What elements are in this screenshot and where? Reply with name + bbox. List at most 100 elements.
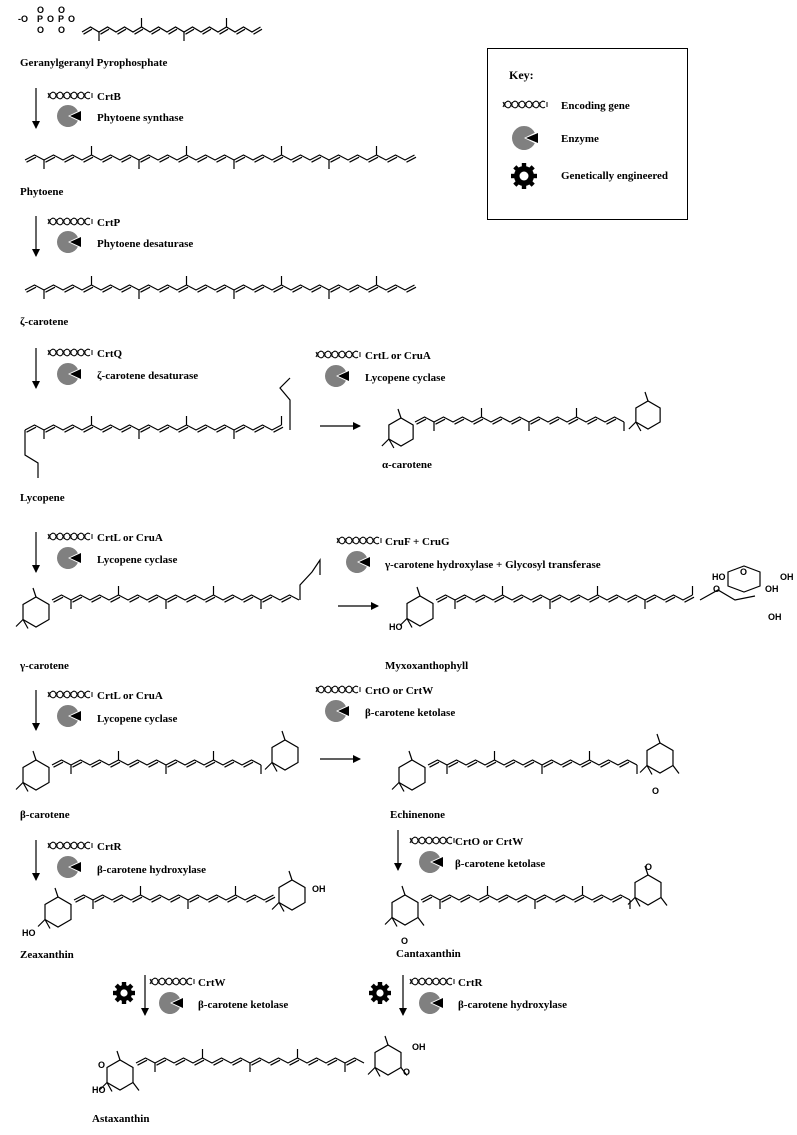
key-box <box>487 48 688 220</box>
atom-label: O <box>37 25 45 35</box>
structure-alpha-carotene-ring <box>381 408 414 449</box>
enzyme-icon <box>56 363 78 385</box>
structure-phytoene <box>24 146 417 169</box>
dna-icon <box>409 977 455 986</box>
enzyme-pointer <box>70 111 81 121</box>
dna-icon <box>315 350 361 359</box>
step-gene-label: CrtL or CruA <box>97 690 163 702</box>
step-gene-label: CrtL or CruA <box>365 350 431 362</box>
structure-echinenone-chain <box>427 751 638 774</box>
structure-zeaxanthin-ring <box>271 870 306 912</box>
enzyme-pointer <box>70 237 81 247</box>
step-gene-label: CrtR <box>97 841 122 853</box>
structure-echinenone-ring <box>639 733 680 775</box>
step-enzyme-label: β-carotene hydroxylase <box>458 999 567 1011</box>
structure-alpha-carotene-chain <box>414 408 625 431</box>
enzyme-pointer <box>526 133 538 143</box>
step-gene-label: CrtL or CruA <box>97 532 163 544</box>
atom-label: P <box>37 14 44 24</box>
enzyme-icon <box>57 705 78 728</box>
step-gene-label: CrtR <box>458 977 483 989</box>
atom-label: OH <box>780 572 794 582</box>
structure-gamma-carotene-chain <box>51 586 300 609</box>
structure-beta-carotene-chain <box>51 751 262 774</box>
atom-label: O <box>68 14 76 24</box>
enzyme-pointer <box>359 557 370 567</box>
enzyme-icon <box>418 851 440 873</box>
compound-gamma-carotene: γ-carotene <box>20 660 69 672</box>
step-enzyme-label: ζ-carotene desaturase <box>97 370 199 382</box>
compound-zeaxanthin: Zeaxanthin <box>20 949 74 961</box>
compound-zeta-carotene: ζ-carotene <box>20 316 69 328</box>
atom-label: O <box>713 584 721 594</box>
structure-lycopene-tail <box>279 377 291 430</box>
key-enzyme-label: Enzyme <box>561 133 599 145</box>
atom-label: OH <box>768 612 782 622</box>
atom-label: O <box>403 1067 411 1077</box>
dna-icon <box>47 690 93 699</box>
compound-astaxanthin: Astaxanthin <box>92 1113 150 1125</box>
structure-myxoxanthophyll-chain <box>435 586 695 609</box>
step-enzyme-label: β-carotene ketolase <box>455 858 546 870</box>
dna-icon <box>502 100 548 109</box>
structure-beta-carotene-ring <box>15 750 50 792</box>
step-enzyme-label: Lycopene cyclase <box>365 372 446 384</box>
structure-lycopene-tail <box>24 430 39 478</box>
structure-astaxanthin-chain <box>135 1049 365 1072</box>
atom-label: O <box>58 5 66 15</box>
atom-label: O <box>47 14 55 24</box>
enzyme-icon <box>512 126 535 151</box>
enzyme-pointer <box>338 371 349 381</box>
compound-alpha-carotene: α-carotene <box>382 459 432 471</box>
compound-echinenone: Echinenone <box>390 809 446 821</box>
structure-zeta-carotene <box>24 276 417 299</box>
atom-label: O <box>740 567 748 577</box>
compound-beta-carotene: β-carotene <box>20 809 70 821</box>
gear-icon <box>113 982 135 1004</box>
step-gene-label: CrtO or CrtW <box>365 685 434 697</box>
enzyme-pointer <box>70 553 81 563</box>
structure-alpha-carotene-ring <box>628 391 661 432</box>
dna-icon <box>47 348 93 357</box>
structure-echinenone-ring <box>391 750 426 792</box>
structure-cantaxanthin-chain <box>420 886 631 909</box>
structure-zeaxanthin-ring <box>37 887 72 929</box>
enzyme-icon <box>418 992 440 1015</box>
enzyme-pointer <box>70 862 81 872</box>
atom-label: P <box>58 14 65 24</box>
compound-myxoxanthophyll: Myxoxanthophyll <box>385 660 469 672</box>
structure-sugar-ring <box>727 565 761 593</box>
step-enzyme-label: Lycopene cyclase <box>97 713 178 725</box>
gear-icon <box>369 982 391 1004</box>
structure-astaxanthin-ring <box>367 1035 408 1077</box>
step-enzyme-label: β-carotene ketolase <box>198 999 289 1011</box>
atom-label: OH <box>312 884 326 894</box>
atom-label: O <box>58 25 66 35</box>
compound-cantaxanthin: Cantaxanthin <box>396 948 461 960</box>
step-gene-label: CrtB <box>97 91 121 103</box>
structure-gamma-carotene-tail <box>299 558 321 600</box>
atom-label: HO <box>22 928 36 938</box>
enzyme-icon <box>57 856 78 878</box>
enzyme-pointer <box>432 857 443 867</box>
structure-lycopene <box>24 416 284 439</box>
enzyme-icon <box>57 231 78 253</box>
enzyme-icon <box>56 547 78 569</box>
atom-label: HO <box>712 572 726 582</box>
enzyme-pointer <box>70 711 81 721</box>
atom-label: O <box>652 786 660 796</box>
structure-myxoxanthophyll-ring <box>399 586 434 628</box>
dna-icon <box>409 836 455 845</box>
structure-beta-carotene-ring <box>264 730 299 772</box>
dna-icon <box>47 532 93 541</box>
enzyme-icon <box>325 365 346 387</box>
dna-icon <box>47 91 93 100</box>
key-engineered-label: Genetically engineered <box>561 170 669 182</box>
enzyme-pointer <box>70 369 81 379</box>
atom-label: O <box>37 5 45 15</box>
step-enzyme-label: Phytoene synthase <box>97 112 184 124</box>
compound-ggpp: Geranylgeranyl Pyrophosphate <box>20 57 168 69</box>
structure-cantaxanthin-ring <box>384 885 425 927</box>
enzyme-icon <box>159 992 180 1015</box>
atom-label: -O <box>18 14 28 24</box>
